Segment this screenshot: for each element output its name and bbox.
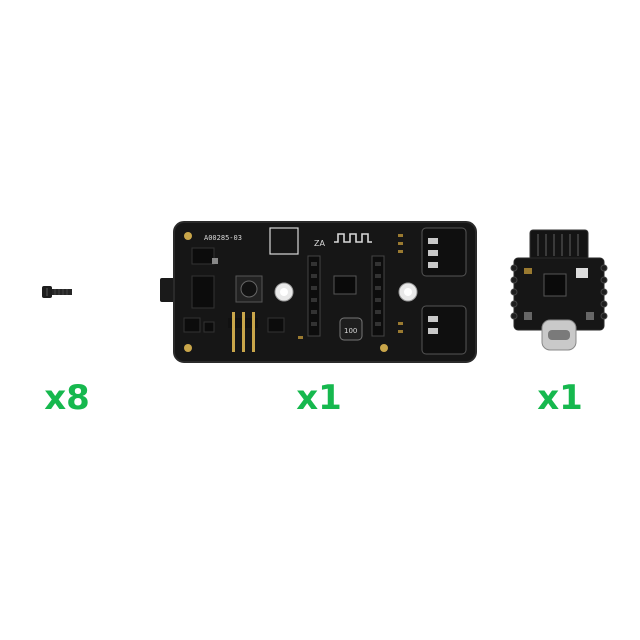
inductor-label: 100 [344, 327, 357, 335]
silkscreen-label: A00285-03 [204, 234, 242, 242]
mcu-module-image [510, 229, 608, 351]
screw-image [42, 286, 72, 298]
screw-quantity: x8 [44, 378, 90, 418]
mcu-module-quantity: x1 [537, 378, 583, 418]
carrier-board-image: A00285-03 ZA 100 [160, 221, 477, 363]
audio-jack [160, 278, 176, 302]
svg-text:ZA: ZA [314, 239, 325, 248]
carrier-board-quantity: x1 [296, 378, 342, 418]
